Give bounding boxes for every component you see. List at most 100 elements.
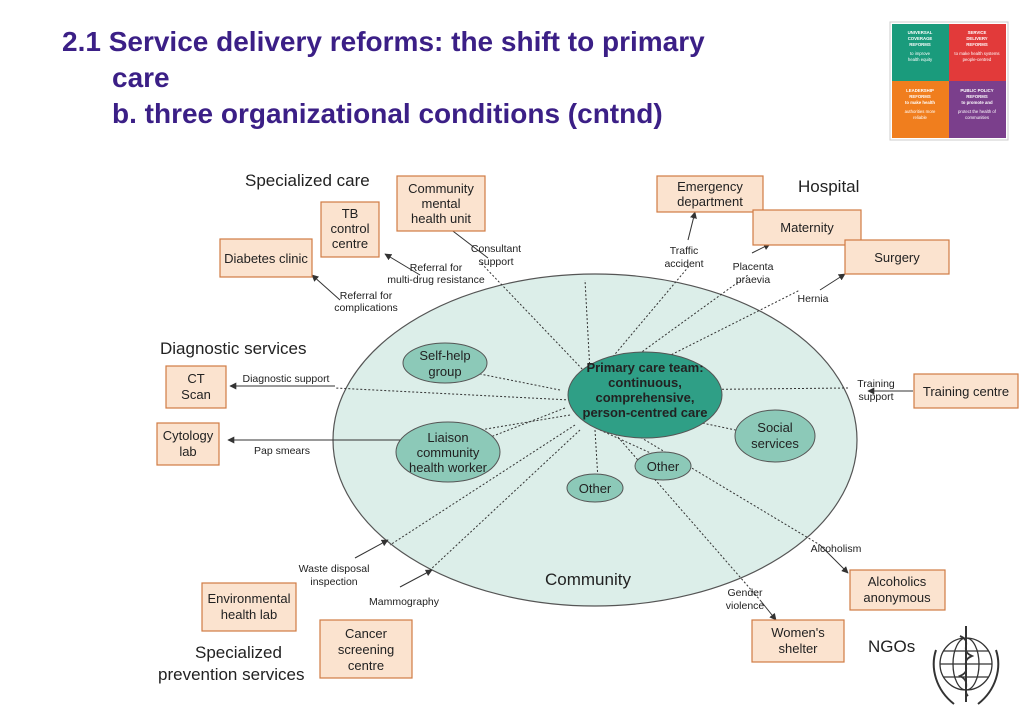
link-labels: Consultant support Referral for multi-dr… (243, 243, 895, 612)
oval-other-2: Other (634, 451, 692, 481)
svg-text:Women's: Women's (771, 625, 825, 640)
logo-text-q1-0: UNIVERSAL (908, 30, 933, 35)
svg-text:Referral for: Referral for (410, 262, 463, 274)
logo-text-q4-3: protect the health of (958, 109, 997, 114)
logo-quadrant-1 (892, 24, 949, 81)
logo-text-q4-1: REFORMS (966, 94, 988, 99)
svg-text:TB: TB (342, 206, 359, 221)
community-label: Community (545, 570, 631, 589)
svg-text:Alcoholism: Alcoholism (811, 543, 862, 555)
svg-text:health unit: health unit (411, 211, 471, 226)
logo-text-q4-4: communities (965, 115, 989, 120)
svg-text:support: support (858, 391, 893, 403)
svg-text:Environmental: Environmental (207, 591, 290, 606)
svg-text:continuous,: continuous, (608, 375, 682, 390)
svg-text:Scan: Scan (181, 387, 211, 402)
svg-text:comprehensive,: comprehensive, (596, 390, 695, 405)
svg-text:lab: lab (179, 444, 196, 459)
logo-text-q2-0: SERVICE (968, 30, 987, 35)
box-diabetes-clinic: Diabetes clinic (219, 238, 313, 278)
svg-text:Consultant: Consultant (471, 243, 521, 255)
svg-text:centre: centre (348, 658, 384, 673)
svg-text:centre: centre (332, 236, 368, 251)
svg-text:Cytology: Cytology (163, 428, 214, 443)
svg-text:accident: accident (664, 258, 703, 270)
svg-text:CT: CT (187, 371, 204, 386)
title-line-2: care (112, 62, 170, 93)
svg-text:services: services (751, 436, 799, 451)
svg-text:department: department (677, 194, 743, 209)
logo-text-q2-1: DELIVERY (966, 36, 987, 41)
title-line-1: 2.1 Service delivery reforms: the shift … (62, 26, 705, 57)
svg-text:Training centre: Training centre (923, 384, 1009, 399)
logo-text-q2-2: REFORMS (966, 42, 988, 47)
svg-text:health worker: health worker (409, 460, 488, 475)
logo-quadrant-3 (892, 81, 949, 138)
specialized-care-label: Specialized care (245, 171, 370, 190)
hospital-label: Hospital (798, 177, 859, 196)
svg-text:Placenta: Placenta (733, 261, 774, 273)
svg-text:multi-drug resistance: multi-drug resistance (387, 274, 485, 286)
oval-self-help-group: Self-help group (402, 342, 488, 384)
svg-text:Diagnostic support: Diagnostic support (243, 373, 330, 385)
logo-text-q3-3: authorities more (905, 109, 936, 114)
logo-text-q4-0: PUBLIC POLICY (960, 88, 993, 93)
logo-text-q1-3: to improve (910, 51, 931, 56)
logo-text-q1-4: health equity (908, 57, 933, 62)
ngos-label: NGOs (868, 637, 915, 656)
svg-text:Mammography: Mammography (369, 596, 440, 608)
svg-text:Primary care team:: Primary care team: (586, 360, 703, 375)
svg-text:support: support (478, 256, 513, 268)
box-emergency-department: Emergency department (656, 175, 764, 213)
who-emblem-icon (932, 626, 1000, 705)
svg-text:Pap smears: Pap smears (254, 445, 310, 457)
svg-text:Training: Training (857, 378, 895, 390)
svg-text:Community: Community (408, 181, 474, 196)
svg-text:Hernia: Hernia (798, 293, 829, 305)
box-surgery: Surgery (844, 239, 950, 275)
svg-text:violence: violence (726, 600, 765, 612)
svg-text:community: community (417, 445, 480, 460)
logo-text-q3-2: to make health (905, 100, 935, 105)
prevention-label-1: Specialized (195, 643, 282, 662)
logo-text-q3-1: REFORMS (909, 94, 931, 99)
svg-text:Alcoholics: Alcoholics (868, 574, 927, 589)
oval-social-services: Social services (734, 409, 816, 463)
svg-text:Diabetes clinic: Diabetes clinic (224, 251, 308, 266)
diagnostic-services-label: Diagnostic services (160, 339, 306, 358)
svg-text:Cancer: Cancer (345, 626, 388, 641)
svg-text:praevia: praevia (736, 274, 771, 286)
svg-text:anonymous: anonymous (863, 590, 931, 605)
logo-text-q1-1: COVERAGE (908, 36, 933, 41)
logo-text-q3-4: reliable (913, 115, 927, 120)
logo-text-q3-0: LEADERSHIP (906, 88, 934, 93)
logo-quadrant-4 (949, 81, 1006, 138)
box-alcoholics-anonymous: Alcoholics anonymous (849, 569, 946, 611)
svg-text:Maternity: Maternity (780, 220, 834, 235)
prevention-label-2: prevention services (158, 665, 304, 684)
box-cytology-lab: Cytology lab (156, 422, 220, 466)
svg-text:complications: complications (334, 302, 398, 314)
box-environmental-health-lab: Environmental health lab (201, 582, 297, 632)
svg-text:Other: Other (579, 481, 612, 496)
box-training-centre: Training centre (913, 373, 1019, 409)
box-ct-scan: CT Scan (165, 365, 227, 409)
logo-text-q1-2: REFORMS (909, 42, 931, 47)
svg-text:Emergency: Emergency (677, 179, 743, 194)
title-line-3: b. three organizational conditions (cntn… (112, 98, 663, 129)
svg-text:Liaison: Liaison (427, 430, 468, 445)
box-tb-control: TB control centre (320, 201, 380, 258)
svg-text:Traffic: Traffic (670, 245, 699, 257)
svg-text:Self-help: Self-help (419, 348, 470, 363)
svg-text:Surgery: Surgery (874, 250, 920, 265)
svg-text:Social: Social (757, 420, 793, 435)
primary-care-team-oval: Primary care team: continuous, comprehen… (567, 351, 723, 439)
svg-text:mental: mental (421, 196, 460, 211)
svg-text:person-centred care: person-centred care (583, 405, 708, 420)
box-maternity: Maternity (752, 209, 862, 246)
svg-text:control: control (330, 221, 369, 236)
link-arrows (227, 211, 913, 621)
svg-text:Gender: Gender (727, 587, 763, 599)
svg-text:inspection: inspection (310, 576, 357, 588)
